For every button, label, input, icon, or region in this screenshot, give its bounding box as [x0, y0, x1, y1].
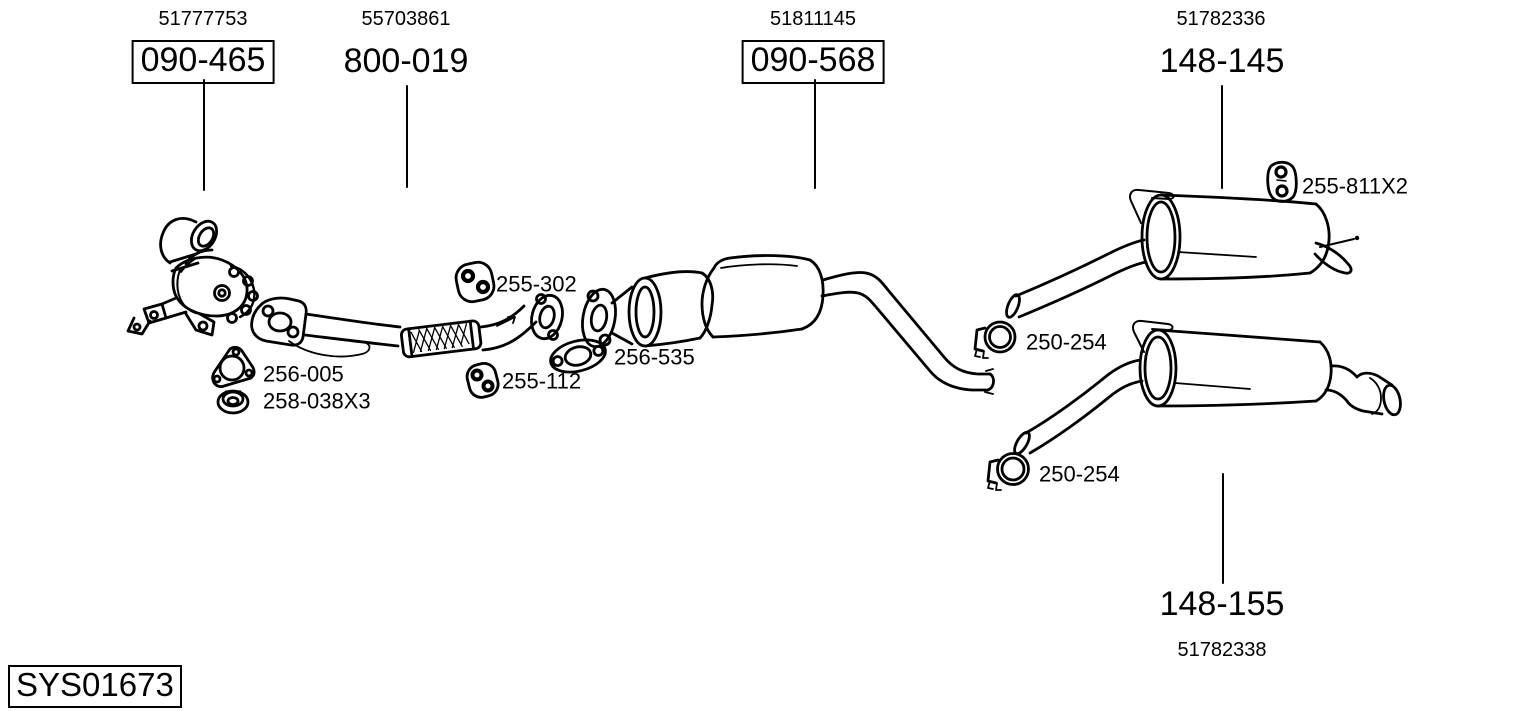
rear-muffler-lower-drawing [1013, 319, 1402, 456]
part-number: 148-155 [1159, 585, 1285, 623]
accessory-part-number: 255-811X2 [1302, 173, 1409, 199]
oe-number: 51811145 [769, 8, 857, 30]
part-number: 148-145 [1159, 42, 1285, 80]
flex-braid [399, 319, 483, 359]
oe-number: 51782336 [1176, 8, 1266, 30]
oe-number: 51782338 [1177, 639, 1267, 661]
accessory-part-number: 256-535 [614, 344, 695, 370]
part-number: 800-019 [343, 42, 469, 80]
oe-number: 51777753 [158, 8, 248, 30]
accessory-part-number: 250-254 [1026, 329, 1107, 355]
accessory-part-number: 255-112 [502, 368, 582, 394]
accessory-part-number: 250-254 [1039, 461, 1120, 487]
flange-nut-icon [216, 389, 250, 415]
pipe-clamp-icon [973, 320, 1017, 359]
oval-gasket-icon [549, 338, 607, 374]
leader-lines [203, 79, 1224, 584]
rubber-hanger-icon [454, 260, 496, 304]
oe-number: 55703861 [361, 8, 451, 30]
part-number: 090-465 [131, 40, 275, 84]
triangular-gasket-icon [211, 345, 256, 389]
catalytic-converter-drawing [126, 217, 259, 337]
rubber-hanger-icon [1266, 160, 1298, 203]
accessory-part-number: 256-005 [263, 361, 344, 387]
pipe-clamp-icon [986, 452, 1030, 491]
accessory-part-number: 255-302 [496, 271, 577, 297]
accessory-part-number: 258-038X3 [263, 388, 371, 414]
front-pipe-drawing [250, 293, 564, 359]
system-code: SYS01673 [8, 665, 182, 708]
rubber-hanger-icon [465, 361, 500, 399]
centre-muffler-drawing [581, 254, 995, 395]
part-number: 090-568 [741, 40, 885, 84]
rear-muffler-upper-drawing [1005, 188, 1360, 319]
